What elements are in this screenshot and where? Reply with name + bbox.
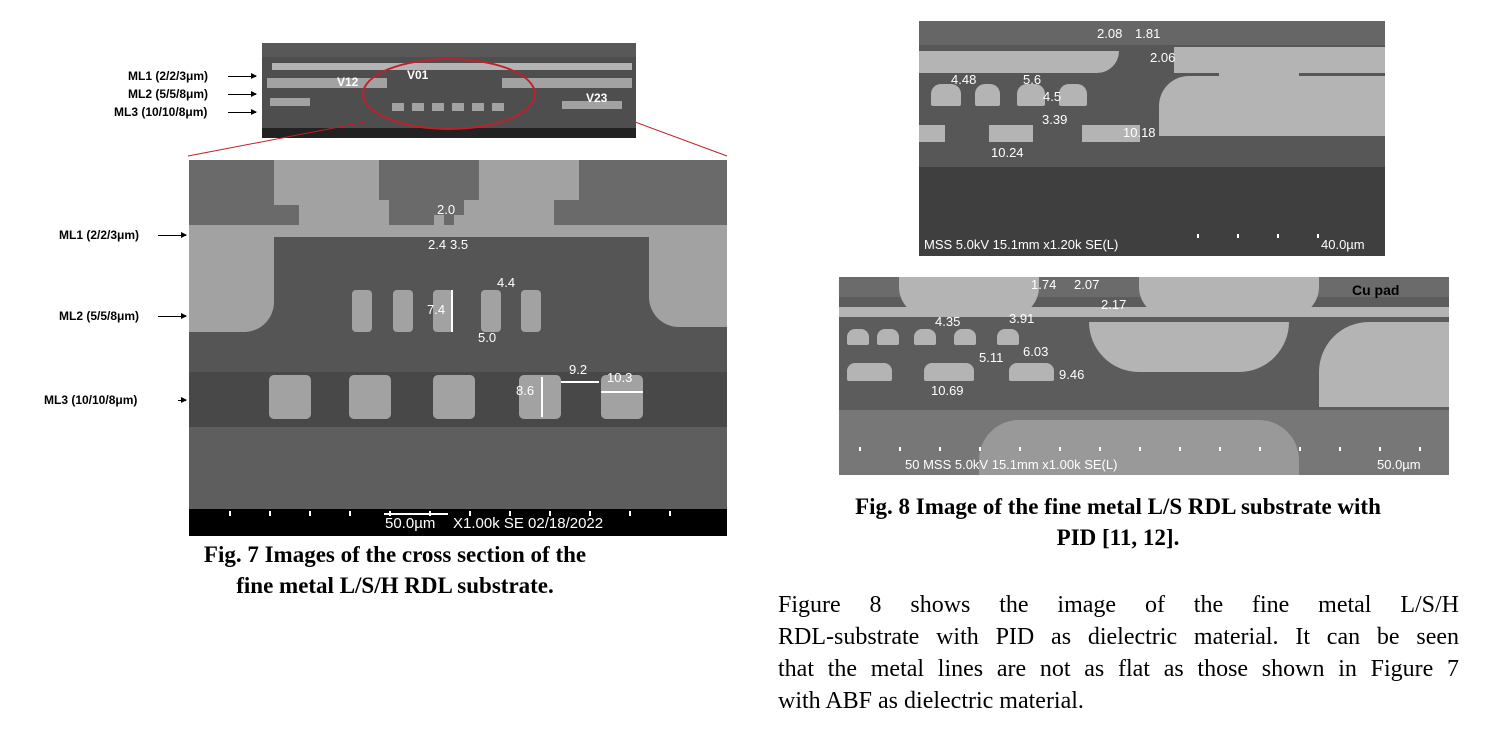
image-info: X1.00k SE 02/18/2022 (453, 515, 604, 532)
measurement: 3.5 (450, 237, 469, 252)
measurement: 1.81 (1135, 26, 1161, 41)
pid-sem-image-top: 2.08 1.81 2.06 4.48 5.6 4.5 3.39 10.18 1… (919, 21, 1385, 256)
scale-label: 50.0µm (385, 515, 436, 532)
scale-bar-strip: 50.0µm X1.00k SE 02/18/2022 (189, 509, 727, 536)
measure-arrow (541, 377, 543, 417)
layer-label-ml1: ML1 (2/2/3μm) (59, 228, 140, 242)
measurement: 5.0 (478, 330, 497, 345)
measurement: 6.03 (1023, 344, 1049, 359)
pid-sem-image-bottom: Cu pad 1.74 2.07 2.17 4.35 3.91 6.03 5.1… (839, 277, 1449, 475)
via-label-v23: V23 (586, 91, 608, 105)
measurement: 4.35 (935, 314, 961, 329)
measurement: 3.91 (1009, 311, 1035, 326)
via-label-v12: V12 (337, 75, 359, 89)
arrow (158, 313, 187, 319)
measurement: 2.06 (1150, 50, 1176, 65)
image-info: MSS 5.0kV 15.1mm x1.20k SE(L) (924, 237, 1119, 252)
measurement: 10.69 (931, 383, 964, 398)
measurement: 4.5 (1043, 89, 1062, 104)
measurement: 10.18 (1123, 125, 1156, 140)
arrow (228, 109, 257, 115)
measure-arrow (451, 290, 453, 332)
arrow (178, 397, 187, 403)
overview-label-ml2: ML2 (5/5/8μm) (128, 87, 209, 101)
measurement: 2.08 (1097, 26, 1123, 41)
measurement: 2.07 (1074, 277, 1100, 292)
measurement: 2.17 (1101, 297, 1127, 312)
measurement: 3.39 (1042, 112, 1068, 127)
overview-label-ml1: ML1 (2/2/3μm) (128, 69, 209, 83)
measurement: 5.6 (1023, 72, 1042, 87)
layer-label-ml3: ML3 (10/10/8μm) (44, 393, 138, 407)
measure-arrow (561, 381, 599, 383)
measurement: 4.4 (497, 275, 516, 290)
measurement: 10.3 (607, 370, 633, 385)
body-paragraph: Figure 8 shows the image of the fine met… (778, 592, 1459, 714)
layer-label-ml2: ML2 (5/5/8μm) (59, 309, 140, 323)
highlight-ellipse (362, 58, 536, 130)
measure-arrow (601, 391, 643, 393)
cross-section-sem-image: 2.0 2.4 3.5 4.4 7.4 5.0 9.2 10.3 8.6 50.… (189, 160, 727, 536)
arrow (158, 232, 187, 238)
measurement: 9.46 (1059, 367, 1085, 382)
measurement: 4.48 (951, 72, 977, 87)
measurement: 9.2 (569, 362, 588, 377)
cu-pad-label: Cu pad (1352, 282, 1400, 298)
measurement: 8.6 (516, 383, 535, 398)
arrow (228, 73, 257, 79)
zoom-lines (187, 121, 728, 157)
overview-label-ml3: ML3 (10/10/8μm) (114, 105, 208, 119)
scale-label: 40.0µm (1321, 237, 1365, 252)
figure-caption: Fig. 7 Images of the cross section of th… (203, 542, 587, 598)
measurement: 7.4 (427, 302, 446, 317)
scale-label: 50.0µm (1377, 457, 1421, 472)
measurement: 2.4 (428, 237, 447, 252)
image-info: 50 MSS 5.0kV 15.1mm x1.00k SE(L) (905, 457, 1118, 472)
measurement: 5.11 (979, 350, 1004, 365)
measurement: 2.0 (437, 202, 456, 217)
measurement: 10.24 (991, 145, 1024, 160)
figure-caption: Fig. 8 Image of the fine metal L/S RDL s… (855, 494, 1381, 550)
measurement: 1.74 (1031, 277, 1057, 292)
arrow (228, 91, 257, 97)
